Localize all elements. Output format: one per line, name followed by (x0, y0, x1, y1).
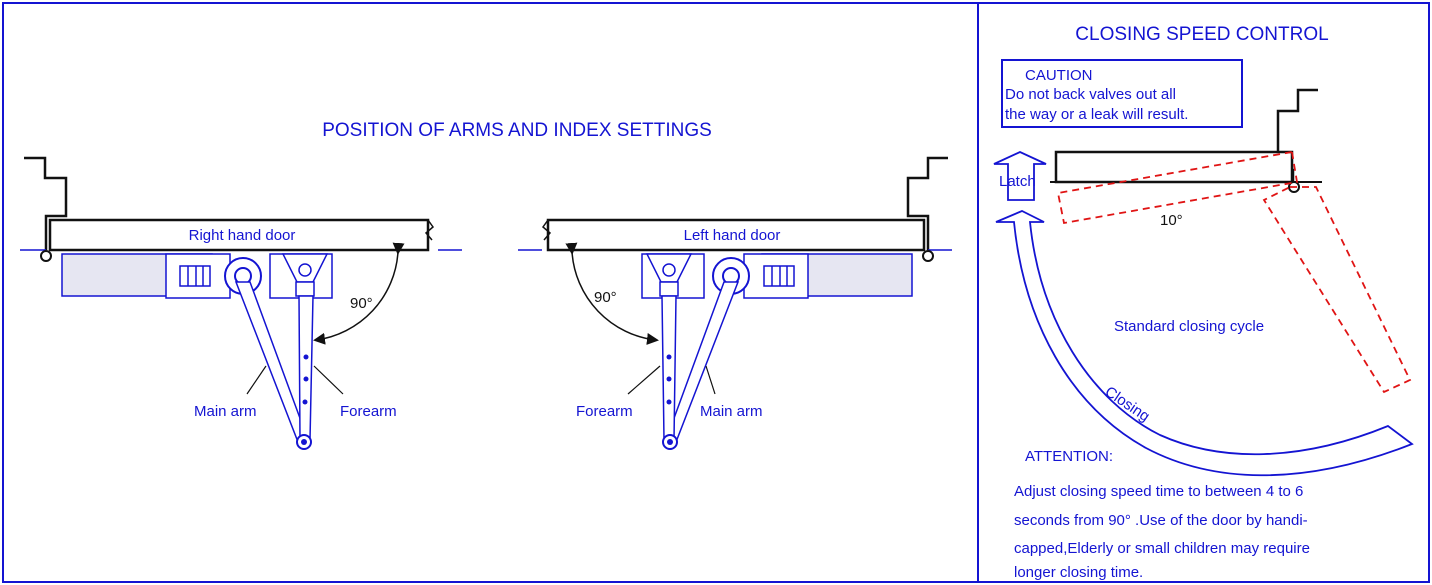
attention-line-3: capped,Elderly or small children may req… (1014, 540, 1310, 557)
right-hand-door-label: Right hand door (189, 227, 296, 244)
standard-cycle-label: Standard closing cycle (1114, 318, 1264, 335)
right-hand-angle-arc (313, 242, 405, 345)
right-hand-hinge-pivot (40, 250, 52, 262)
attention-line-2: seconds from 90° .Use of the door by han… (1014, 512, 1308, 529)
left-hand-frame-outline (906, 156, 948, 250)
left-hand-door-label: Left hand door (684, 227, 781, 244)
left-hand-forearm (661, 295, 677, 441)
right-hand-frame-outline (24, 156, 68, 250)
door-open-position (1262, 186, 1412, 394)
right-hand-forearm-label: Forearm (340, 403, 397, 420)
attention-line-4: longer closing time. (1014, 564, 1143, 581)
attention-line-1: Adjust closing speed time to between 4 t… (1014, 483, 1303, 500)
left-hand-main-arm-label: Main arm (700, 403, 763, 420)
right-hand-door-diagram: Right hand door 90° Main arm Forearm (20, 156, 462, 450)
speed-section-title: CLOSING SPEED CONTROL (1075, 24, 1328, 45)
caution-heading: CAUTION (1025, 67, 1093, 84)
right-hand-forearm (298, 295, 314, 441)
right-hand-main-arm-label: Main arm (194, 403, 257, 420)
right-hand-angle-label: 90° (350, 295, 373, 312)
attention-heading: ATTENTION: (1025, 448, 1113, 465)
left-hand-hinge-pivot (922, 250, 934, 262)
latch-arrow (993, 151, 1047, 201)
closed-door-slab (1054, 150, 1294, 184)
closing-cycle-arc (995, 210, 1414, 477)
door-at-10-degrees (1056, 150, 1299, 225)
left-hand-angle-label: 90° (594, 289, 617, 306)
ten-degree-label: 10° (1160, 212, 1183, 229)
latch-label: Latch (999, 173, 1036, 190)
right-hand-door-slab (48, 218, 430, 252)
caution-box (1001, 59, 1243, 128)
caution-line-1: Do not back valves out all (1005, 86, 1176, 103)
left-hand-door-diagram: Left hand door 90° Forearm Main arm (518, 156, 952, 450)
left-hand-forearm-label: Forearm (576, 403, 633, 420)
caution-line-2: the way or a leak will result. (1005, 106, 1188, 123)
left-hand-angle-arc (565, 242, 659, 345)
arms-section-title: POSITION OF ARMS AND INDEX SETTINGS (322, 120, 712, 141)
